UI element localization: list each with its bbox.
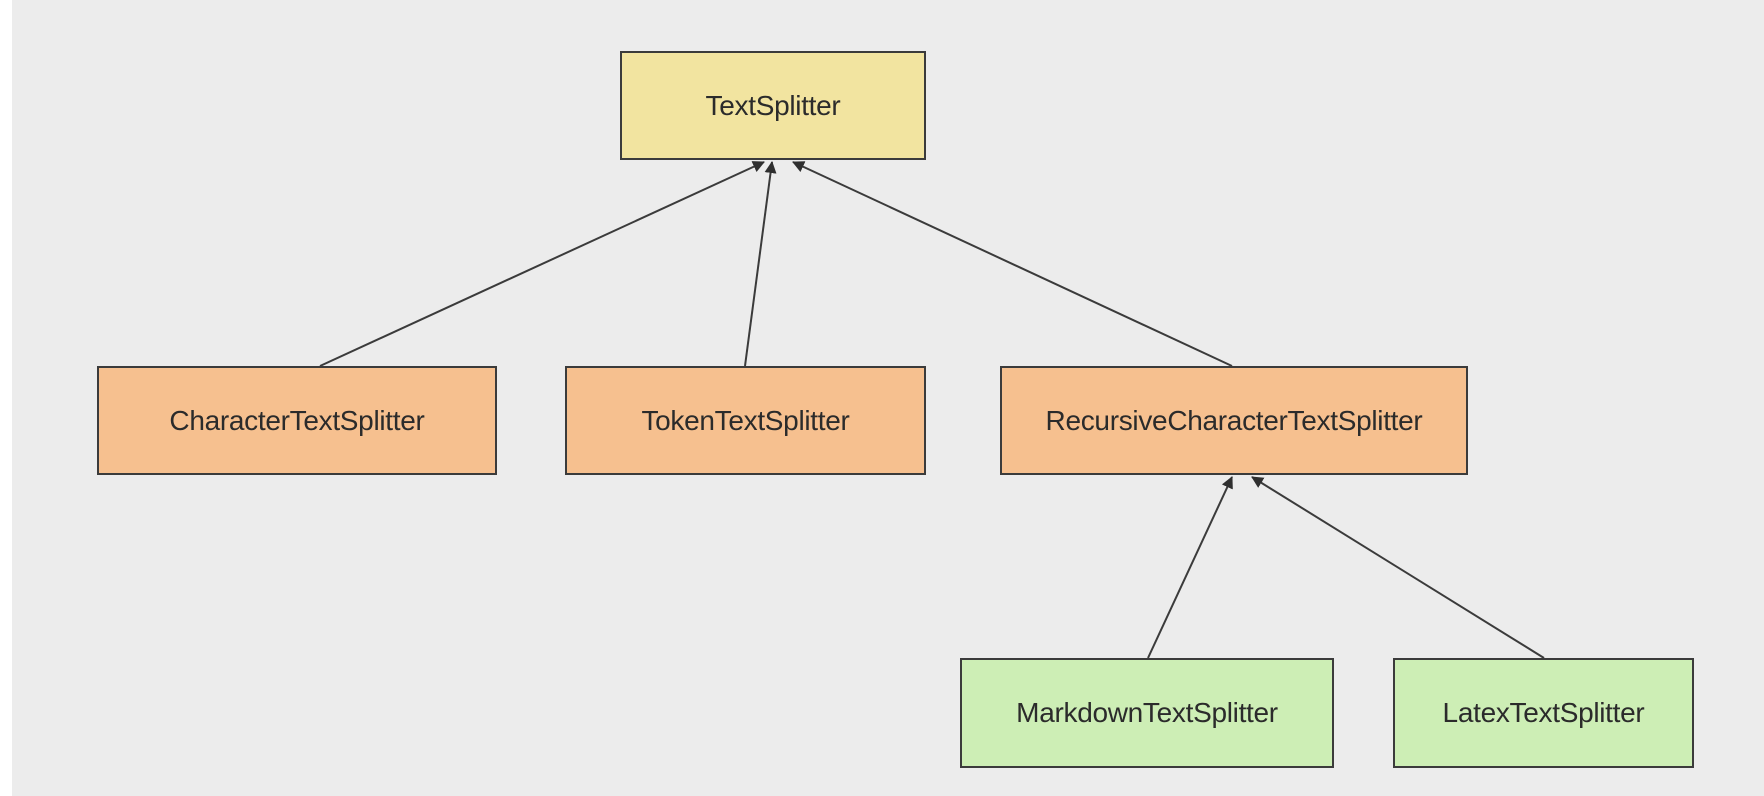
node-markdown-text-splitter[interactable]: MarkdownTextSplitter xyxy=(960,658,1334,768)
node-recursive-character-text-splitter[interactable]: RecursiveCharacterTextSplitter xyxy=(1000,366,1468,475)
node-text-splitter[interactable]: TextSplitter xyxy=(620,51,926,160)
node-latex-text-splitter[interactable]: LatexTextSplitter xyxy=(1393,658,1694,768)
node-token-text-splitter[interactable]: TokenTextSplitter xyxy=(565,366,926,475)
node-character-text-splitter[interactable]: CharacterTextSplitter xyxy=(97,366,497,475)
edge-latex-text-splitter-to-recursive-character-text-splitter xyxy=(1251,476,1545,659)
edge-markdown-text-splitter-to-recursive-character-text-splitter xyxy=(1147,476,1233,659)
edge-recursive-character-text-splitter-to-text-splitter xyxy=(792,161,1233,367)
edge-character-text-splitter-to-text-splitter xyxy=(319,161,765,367)
edge-token-text-splitter-to-text-splitter xyxy=(744,161,777,367)
